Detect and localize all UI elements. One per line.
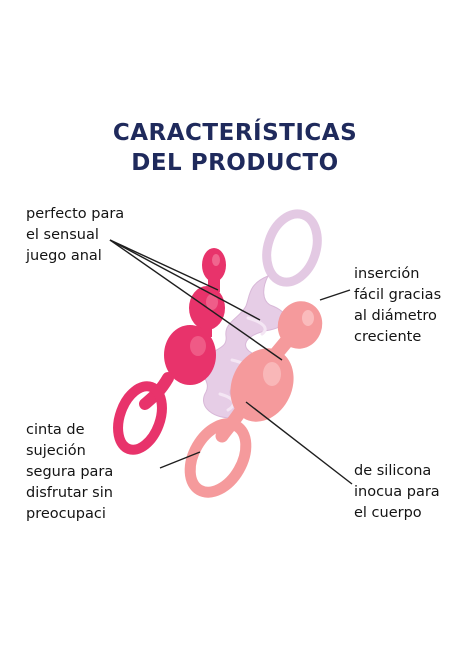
- pink-bead-plug: [113, 248, 226, 455]
- coral-plug: [184, 301, 323, 498]
- callout-top-right: inserción fácil gracias al diámetro crec…: [354, 266, 442, 345]
- title-line-1: CARACTERÍSTICAS: [112, 120, 358, 146]
- callout-bottom-left: cinta de sujeción segura para disfrutar …: [26, 422, 114, 522]
- page-title: CARACTERÍSTICAS DEL PRODUCTO: [0, 118, 470, 178]
- title-line-2: DEL PRODUCTO: [131, 150, 339, 176]
- callout-top-left: perfecto para el sensual juego anal: [26, 206, 125, 264]
- callout-bottom-right: de silicona inocua para el cuerpo: [354, 463, 440, 521]
- callout-lines: [109, 239, 353, 485]
